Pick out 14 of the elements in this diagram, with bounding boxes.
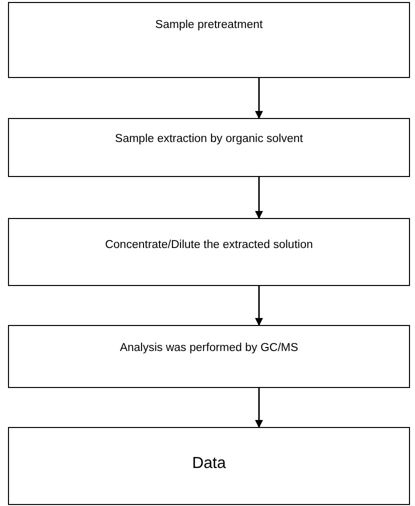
step-label: Sample extraction by organic solvent: [115, 132, 303, 147]
step-label: Analysis was performed by GC/MS: [120, 341, 298, 356]
process-box: [8, 218, 410, 286]
process-box: [8, 325, 410, 388]
step-label: Concentrate/Dilute the extracted solution: [105, 238, 313, 253]
arrow: [255, 388, 263, 428]
arrow: [255, 78, 263, 119]
process-box: [8, 2, 410, 78]
arrow: [255, 177, 263, 219]
step-label: Sample pretreatment: [155, 18, 263, 33]
process-box: [8, 118, 410, 177]
arrow: [255, 286, 263, 326]
process-box: [8, 427, 410, 505]
step-label: Data: [192, 454, 226, 474]
